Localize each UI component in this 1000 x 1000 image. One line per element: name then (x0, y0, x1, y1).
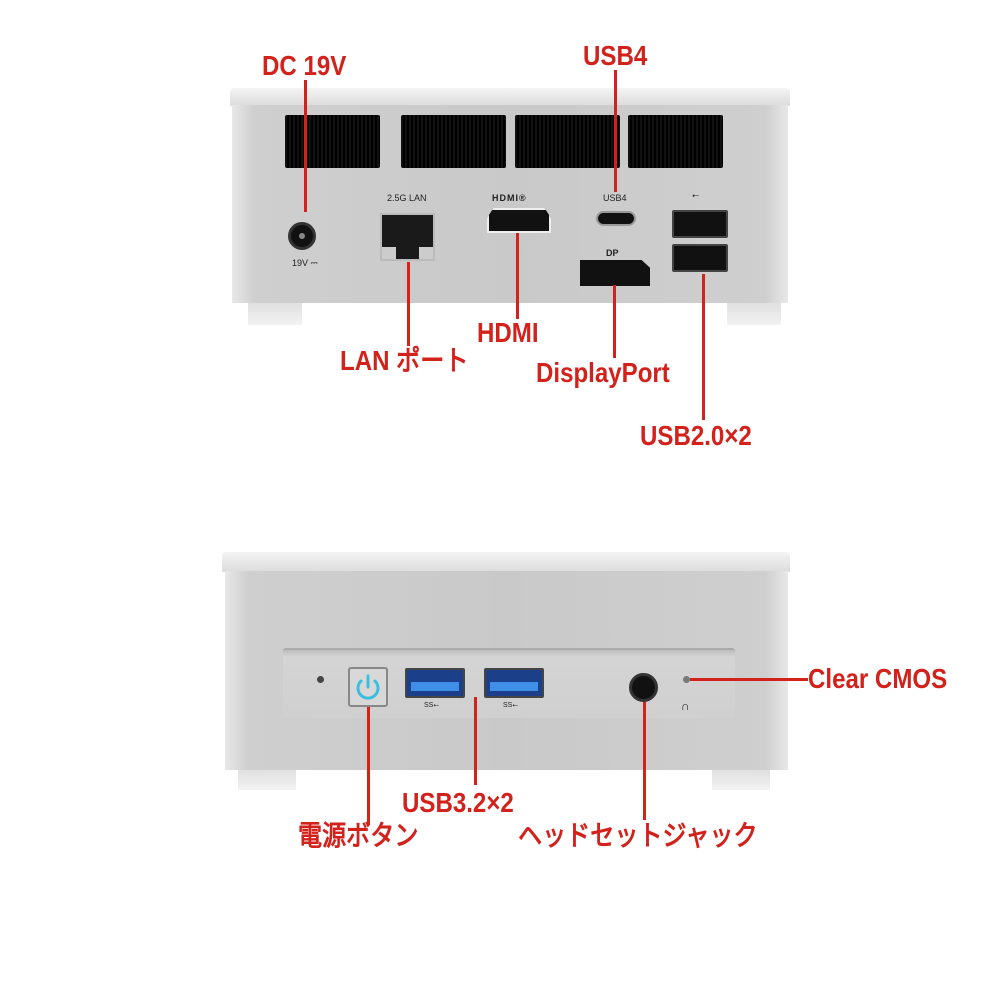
rear-lid (230, 88, 790, 106)
callout-usb3: USB3.2×2 (402, 787, 514, 818)
callout-power: 電源ボタン (298, 820, 419, 851)
lan-port (380, 213, 435, 261)
vent (515, 115, 620, 168)
hdmi-port (487, 208, 551, 233)
callout-line (614, 70, 617, 192)
usb-logo: ⭠ (692, 190, 700, 200)
foot (727, 303, 781, 325)
vent (401, 115, 506, 168)
clear-cmos-hole[interactable] (683, 676, 690, 683)
ss-logo: SS⭠ (503, 702, 518, 709)
callout-line (702, 274, 705, 420)
callout-line (304, 80, 307, 212)
foot (712, 770, 770, 790)
vent (285, 115, 380, 168)
usb3-port (405, 668, 465, 698)
callout-line (516, 233, 519, 319)
callout-usb2: USB2.0×2 (640, 420, 752, 451)
callout-dc: DC 19V (262, 50, 347, 81)
callout-line (690, 678, 808, 681)
headphone-icon: ∩ (681, 699, 690, 713)
front-lid (222, 552, 790, 572)
callout-usb4: USB4 (583, 40, 648, 71)
usb4-port-label: USB4 (603, 193, 627, 203)
ss-logo: SS⭠ (424, 702, 439, 709)
hdmi-port-label: HDMI® (492, 193, 527, 203)
power-button[interactable] (348, 667, 388, 707)
displayport-port (580, 260, 650, 286)
lan-port-label: 2.5G LAN (387, 193, 427, 203)
headset-jack (629, 673, 658, 702)
callout-cmos: Clear CMOS (808, 663, 948, 694)
foot (238, 770, 296, 790)
usb-c-port (596, 211, 636, 226)
callout-hdmi: HDMI (477, 317, 539, 348)
vent (628, 115, 723, 168)
callout-lan: LAN ポート (340, 345, 469, 376)
callout-line (613, 285, 616, 358)
usb2-port (672, 210, 728, 238)
callout-line (643, 702, 646, 820)
callout-dp: DisplayPort (536, 357, 670, 388)
callout-line (367, 707, 370, 825)
callout-line (407, 262, 410, 346)
dc-port-label: 19V ⎓ (292, 258, 318, 268)
power-icon (356, 674, 380, 700)
callout-jack: ヘッドセットジャック (518, 820, 758, 851)
callout-line (474, 697, 477, 785)
usb2-port (672, 244, 728, 272)
dc-jack (288, 222, 316, 250)
foot (248, 303, 302, 325)
usb3-port (484, 668, 544, 698)
dp-port-label: DP (606, 248, 619, 258)
status-led (317, 676, 324, 683)
